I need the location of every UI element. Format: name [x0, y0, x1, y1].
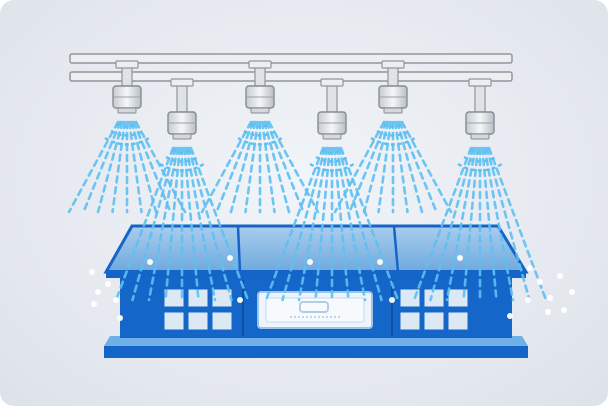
device-base: [104, 346, 528, 358]
droplet: [307, 259, 313, 265]
water-spray-icon: [264, 146, 400, 302]
droplet: [237, 297, 243, 303]
nozzle-icon: [167, 78, 197, 140]
droplet: [91, 301, 97, 307]
droplet: [113, 297, 119, 303]
device-icon: [103, 224, 529, 358]
water-spray-icon: [412, 146, 548, 302]
nozzle-group: [112, 60, 495, 140]
nozzle-icon: [378, 60, 408, 114]
nozzle-icon: [317, 78, 347, 140]
droplet: [105, 281, 111, 287]
droplet: [117, 315, 123, 321]
droplet: [389, 297, 395, 303]
nozzle-icon: [245, 60, 275, 114]
droplet: [227, 255, 233, 261]
chip-icon: [257, 291, 373, 329]
droplet: [561, 307, 567, 313]
device-base-top: [104, 336, 528, 346]
nozzle-icon: [465, 78, 495, 140]
droplet: [147, 259, 153, 265]
water-spray-icon: [67, 120, 187, 214]
droplet: [547, 295, 553, 301]
droplet: [545, 309, 551, 315]
droplet: [537, 279, 543, 285]
droplet: [557, 273, 563, 279]
left-panel-grid: [163, 288, 233, 331]
droplet: [377, 259, 383, 265]
droplet: [457, 255, 463, 261]
splash-droplets: [89, 255, 575, 321]
water-spray-group: [67, 120, 548, 302]
lower-pipe: [69, 71, 513, 82]
droplet: [527, 265, 533, 271]
water-spray-icon: [200, 120, 320, 214]
water-spray-icon: [333, 120, 453, 214]
droplet: [569, 289, 575, 295]
nozzle-icon: [112, 60, 142, 114]
droplet: [507, 313, 513, 319]
droplet: [89, 269, 95, 275]
right-panel-grid: [399, 288, 469, 331]
device-rim: [106, 270, 526, 278]
water-spray-icon: [114, 146, 250, 302]
droplet: [525, 297, 531, 303]
droplet: [95, 289, 101, 295]
